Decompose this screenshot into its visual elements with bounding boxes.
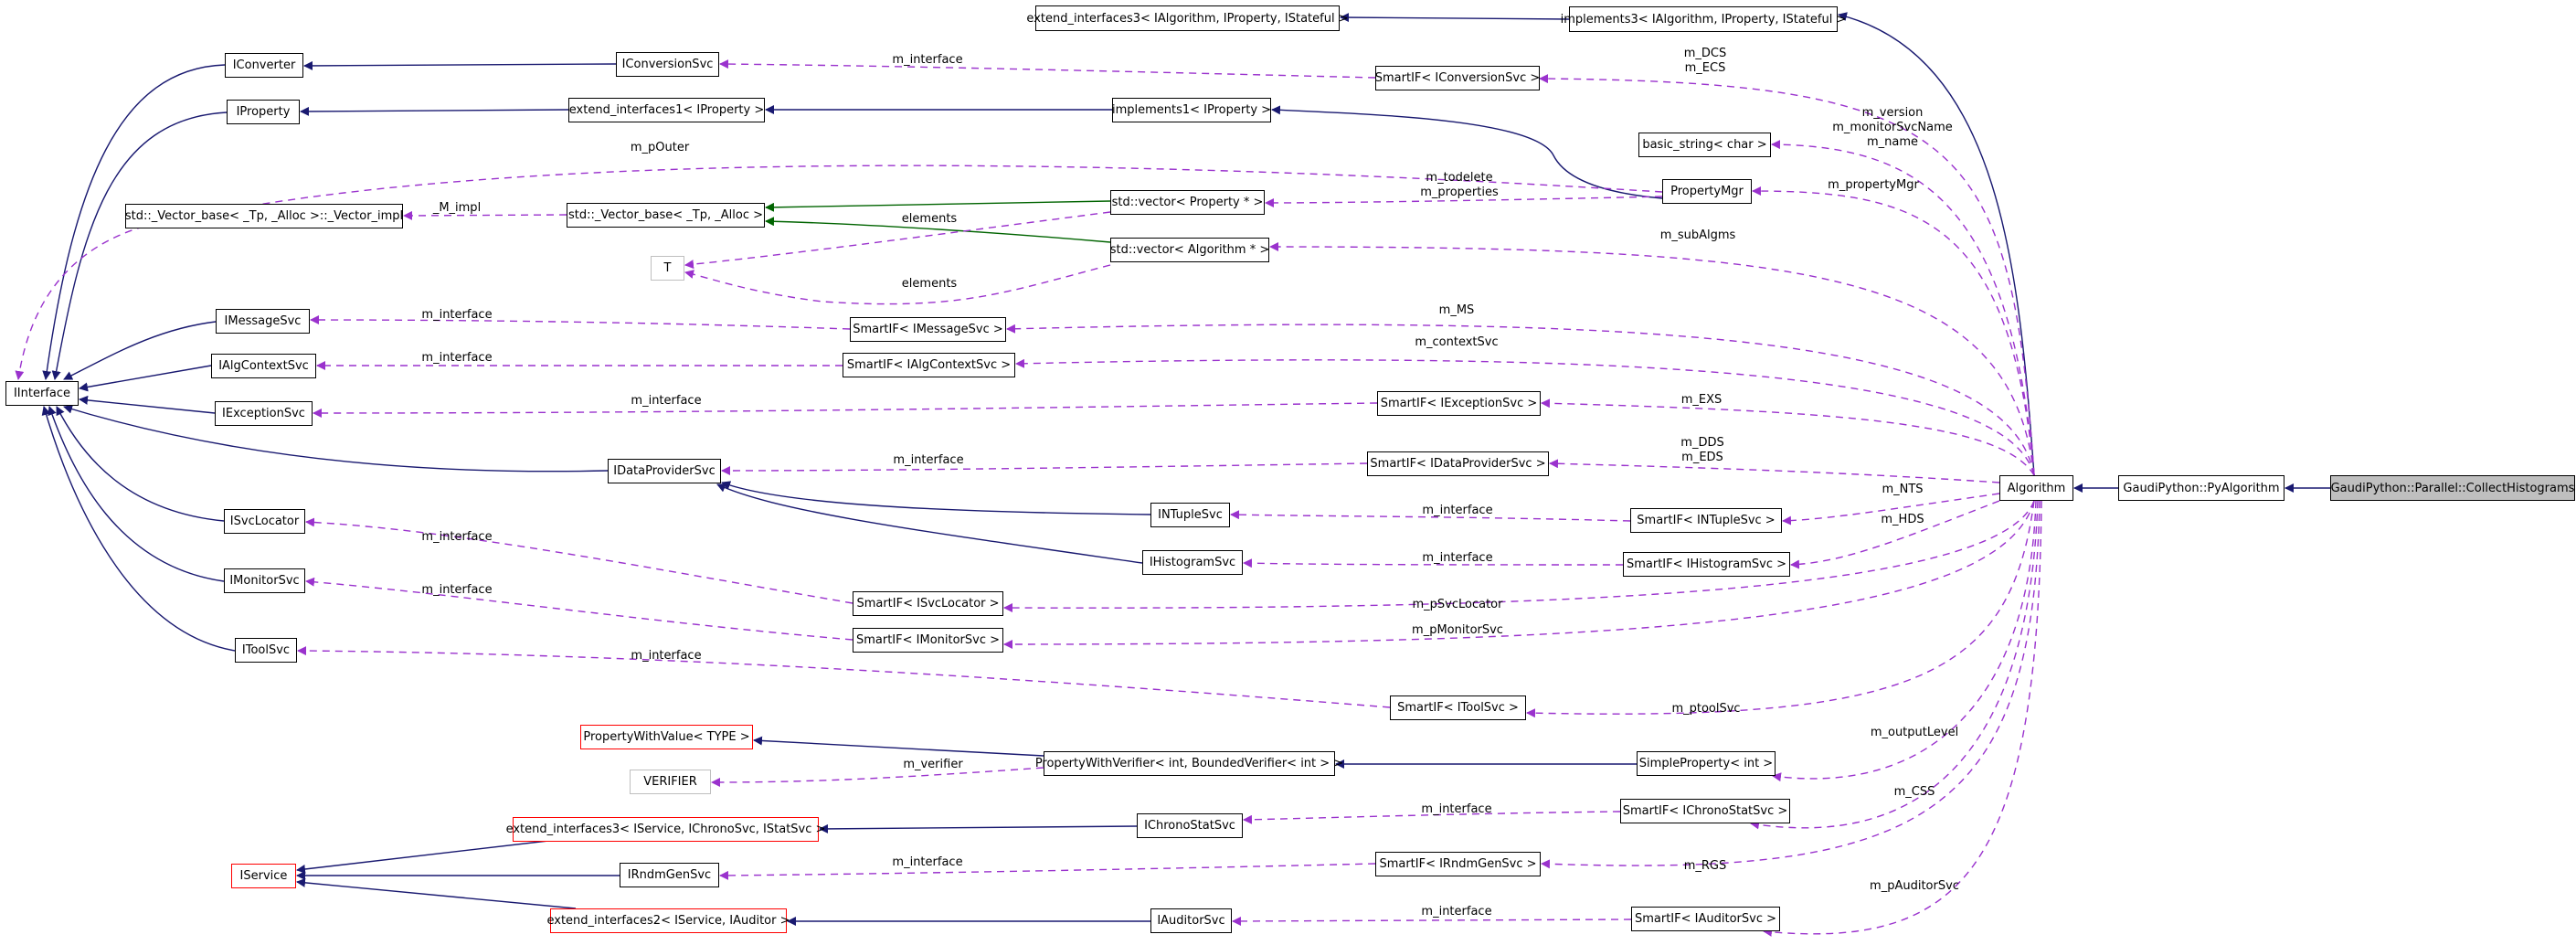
node-propertywithverifier[interactable]: PropertyWithVerifier< int, BoundedVerifi… [1035,751,1343,776]
node-implements3[interactable]: implements3< IAlgorithm, IProperty, ISta… [1561,6,1846,32]
node-vector-base[interactable]: std::_Vector_base< _Tp, _Alloc > [567,203,765,228]
node-propertymgr[interactable]: PropertyMgr [1662,179,1752,204]
node-iconverter[interactable]: IConverter [225,53,303,78]
edge-label: m_verifier [903,758,963,771]
node-extend-interfaces1[interactable]: extend_interfaces1< IProperty > [568,98,765,122]
node-smartif-ihistogramsvc[interactable]: SmartIF< IHistogramSvc > [1623,552,1790,577]
node-smartif-idataprovidersvc[interactable]: SmartIF< IDataProviderSvc > [1367,451,1549,476]
node-irndmgensvc[interactable]: IRndmGenSvc [620,863,719,887]
edge-label: m_EXS [1680,393,1723,407]
node-propertywithvalue[interactable]: PropertyWithValue< TYPE > [580,725,753,749]
edge-label: m_pOuter [630,141,690,154]
node-intuplesvc[interactable]: INTupleSvc [1150,503,1230,527]
edge-label: m_todelete m_properties [1420,171,1499,199]
node-iproperty[interactable]: IProperty [227,100,300,124]
edge-label: m_interface [631,394,702,408]
edge-label: m_ptoolSvc [1671,702,1741,716]
node-ichronostatsvc[interactable]: IChronoStatSvc [1137,813,1243,838]
node-smartif-ialgcontextsvc[interactable]: SmartIF< IAlgContextSvc > [843,353,1015,377]
node-smartif-iauditorsvc[interactable]: SmartIF< IAuditorSvc > [1631,907,1780,931]
edge-label: m_interface [893,453,964,467]
edge-label: m_interface [1422,551,1493,565]
edge-label: m_interface [421,530,493,544]
node-simpleproperty[interactable]: SimpleProperty< int > [1637,751,1776,776]
node-imessagesvc[interactable]: IMessageSvc [216,309,310,334]
edge-label: m_version m_monitorSvcName m_name [1832,106,1953,149]
node-iconversionsvc[interactable]: IConversionSvc [616,52,719,77]
edge-label: m_interface [1422,504,1493,517]
node-smartif-irndmgensvc[interactable]: SmartIF< IRndmGenSvc > [1375,852,1541,876]
edge-label: m_MS [1438,303,1475,317]
node-vector-algorithm[interactable]: std::vector< Algorithm * > [1110,238,1269,262]
node-implements1[interactable]: implements1< IProperty > [1112,98,1271,122]
node-ialgcontextsvc[interactable]: IAlgContextSvc [211,354,316,378]
node-smartif-imonitorsvc[interactable]: SmartIF< IMonitorSvc > [853,628,1003,653]
node-smartif-iconversionsvc[interactable]: SmartIF< IConversionSvc > [1375,66,1540,90]
node-algorithm[interactable]: Algorithm [1999,475,2073,501]
edge-label: m_DDS m_EDS [1680,436,1724,464]
inheritance-edges [41,12,2330,926]
node-smartif-imessagesvc[interactable]: SmartIF< IMessageSvc > [850,317,1006,342]
edge-label: m_interface [892,53,963,67]
node-smartif-intuplesvc[interactable]: SmartIF< INTupleSvc > [1630,508,1782,533]
node-smartif-isvclocator[interactable]: SmartIF< ISvcLocator > [853,591,1003,616]
edge-label: m_pMonitorSvc [1412,623,1503,637]
node-template-param-verifier: VERIFIER [630,770,711,794]
edge-label: m_NTS [1882,483,1924,496]
node-iexceptionsvc[interactable]: IExceptionSvc [215,401,313,426]
edge-label: m_DCS m_ECS [1683,47,1727,75]
node-smartif-ichronostatsvc[interactable]: SmartIF< IChronoStatSvc > [1620,799,1790,823]
node-iservice[interactable]: IService [231,864,296,888]
node-pyalgorithm[interactable]: GaudiPython::PyAlgorithm [2118,475,2284,501]
node-extend-interfaces2[interactable]: extend_interfaces2< IService, IAuditor > [547,908,790,933]
edge-label: m_pAuditorSvc [1870,879,1959,893]
node-iauditorsvc[interactable]: IAuditorSvc [1150,908,1232,933]
node-ihistogramsvc[interactable]: IHistogramSvc [1142,550,1243,575]
edge-label: m_interface [1421,802,1492,816]
edge-label: m_contextSvc [1415,335,1499,349]
node-isvclocator[interactable]: ISvcLocator [224,509,305,534]
edge-label: m_interface [421,351,493,365]
node-vector-impl[interactable]: std::_Vector_base< _Tp, _Alloc >::_Vecto… [125,204,403,228]
node-itoolsvc[interactable]: IToolSvc [235,638,297,663]
node-extend-interfaces3-algorithm[interactable]: extend_interfaces3< IAlgorithm, IPropert… [1026,5,1349,31]
edge-label: m_RGS [1683,859,1727,873]
node-imonitorsvc[interactable]: IMonitorSvc [224,568,305,593]
edge-label: m_subAlgms [1659,228,1736,242]
node-template-param-t: T [651,256,684,281]
node-smartif-itoolsvc[interactable]: SmartIF< IToolSvc > [1390,695,1526,720]
edge-label: m_interface [421,308,493,322]
edge-label: m_interface [421,583,493,597]
usage-edges [15,59,2042,937]
edge-label: m_interface [892,855,963,869]
edge-label: m_pSvcLocator [1412,598,1503,611]
edge-label: elements [901,277,958,291]
edge-label: m_propertyMgr [1828,178,1919,192]
edge-label: m_HDS [1881,513,1924,526]
node-iinterface[interactable]: IInterface [5,381,79,406]
node-vector-property[interactable]: std::vector< Property * > [1110,190,1265,215]
edge-label: elements [901,212,958,226]
edge-label: m_interface [1421,905,1492,918]
edge-label: m_outputLevel [1870,726,1959,739]
node-collecthistograms: GaudiPython::Parallel::CollectHistograms [2330,475,2575,501]
template-edges [765,200,1111,243]
edge-label: m_CSS [1893,785,1935,799]
node-extend-interfaces3-service[interactable]: extend_interfaces3< IService, IChronoSvc… [506,817,825,842]
edge-label: m_interface [631,649,702,663]
edge-label: _M_impl [432,201,482,215]
node-basic-string[interactable]: basic_string< char > [1638,133,1771,157]
node-smartif-iexceptionsvc[interactable]: SmartIF< IExceptionSvc > [1377,391,1541,416]
node-idataprovidersvc[interactable]: IDataProviderSvc [608,459,721,483]
